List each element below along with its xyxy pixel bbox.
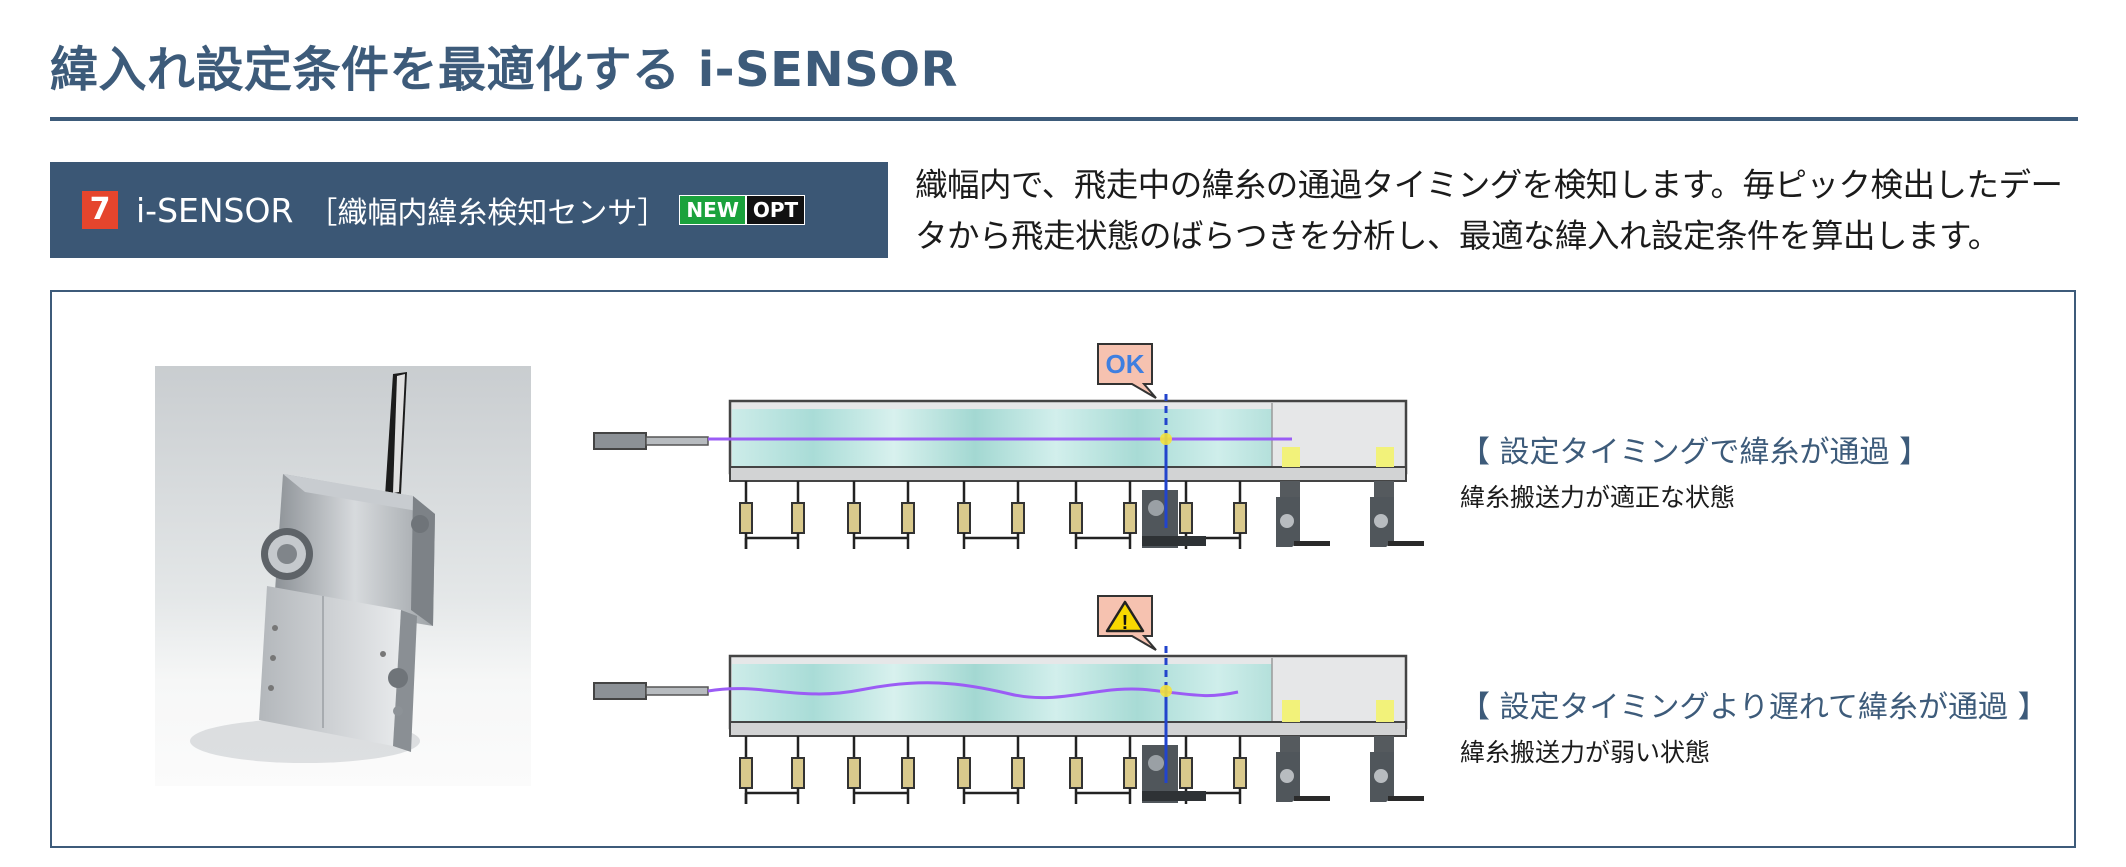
- ok-label: OK: [1106, 349, 1145, 379]
- feature-description: 織幅内で、飛走中の緯糸の通過タイミングを検知します。毎ピック検出したデータから飛…: [915, 166, 2063, 255]
- diagram-late: !: [593, 595, 1424, 806]
- section-title: i-SENSOR: [136, 190, 294, 230]
- section-header-bar: 7 i-SENSOR ［織幅内緯糸検知センサ］ NEW OPT: [50, 162, 888, 258]
- status-title-late: 【 設定タイミングより遅れて緯糸が通過 】: [1460, 690, 2048, 725]
- diagram-ok: OK: [593, 343, 1424, 551]
- status-caption-late: 緯糸搬送力が弱い状態: [1460, 738, 1711, 767]
- i-sensor-product-photo: [155, 366, 531, 786]
- status-title-ok: 【 設定タイミングで緯糸が通過 】: [1460, 435, 1930, 470]
- warning-triangle-icon: !: [1105, 600, 1145, 634]
- ok-marker: OK: [1097, 343, 1157, 399]
- svg-text:!: !: [1122, 612, 1129, 634]
- page-title: 緯入れ設定条件を最適化する i-SENSOR: [50, 42, 958, 98]
- section-number-badge: 7: [82, 191, 118, 229]
- new-badge: NEW: [679, 195, 746, 225]
- illustration-panel: [50, 290, 2076, 848]
- section-subtitle: ［織幅内緯糸検知センサ］: [307, 196, 668, 231]
- status-caption-ok: 緯糸搬送力が適正な状態: [1460, 483, 1736, 512]
- opt-badge: OPT: [745, 195, 806, 225]
- title-divider: [50, 117, 2078, 121]
- warning-marker: !: [1097, 595, 1157, 651]
